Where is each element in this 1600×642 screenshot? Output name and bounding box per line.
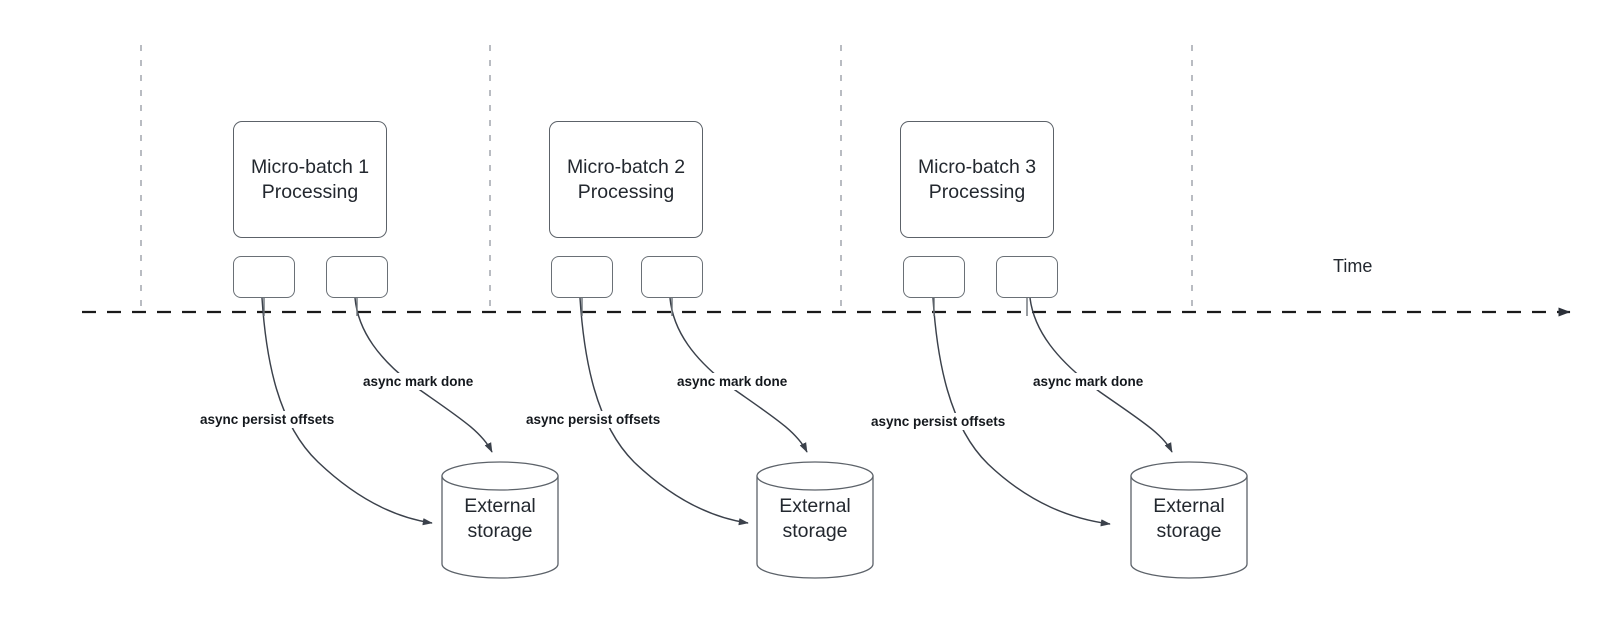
async-persist-offsets-edge-3 (932, 297, 1111, 527)
microbatch-box-1[interactable]: Micro-batch 1 Processing (233, 121, 387, 238)
microbatch-box-2[interactable]: Micro-batch 2 Processing (549, 121, 703, 238)
mini-box-connectors (263, 298, 1028, 316)
persist-offsets-task-3[interactable] (903, 256, 965, 298)
async-mark-done-edge-3 (1029, 297, 1173, 453)
period-separators (140, 45, 1193, 315)
microbatch-label-1: Micro-batch 1 Processing (250, 155, 370, 203)
persist-offsets-task-2[interactable] (551, 256, 613, 298)
mark-done-task-2[interactable] (641, 256, 703, 298)
mark-done-task-3[interactable] (996, 256, 1058, 298)
microbatch-label-2: Micro-batch 2 Processing (566, 155, 686, 203)
mark-done-task-1[interactable] (326, 256, 388, 298)
microbatch-box-3[interactable]: Micro-batch 3 Processing (900, 121, 1054, 238)
microbatch-label-3: Micro-batch 3 Processing (917, 155, 1037, 203)
async-persist-offsets-edge-1 (261, 297, 433, 526)
persist-offsets-task-1[interactable] (233, 256, 295, 298)
async-persist-offsets-edge-2 (579, 297, 749, 526)
time-axis-label: Time (1333, 256, 1373, 276)
